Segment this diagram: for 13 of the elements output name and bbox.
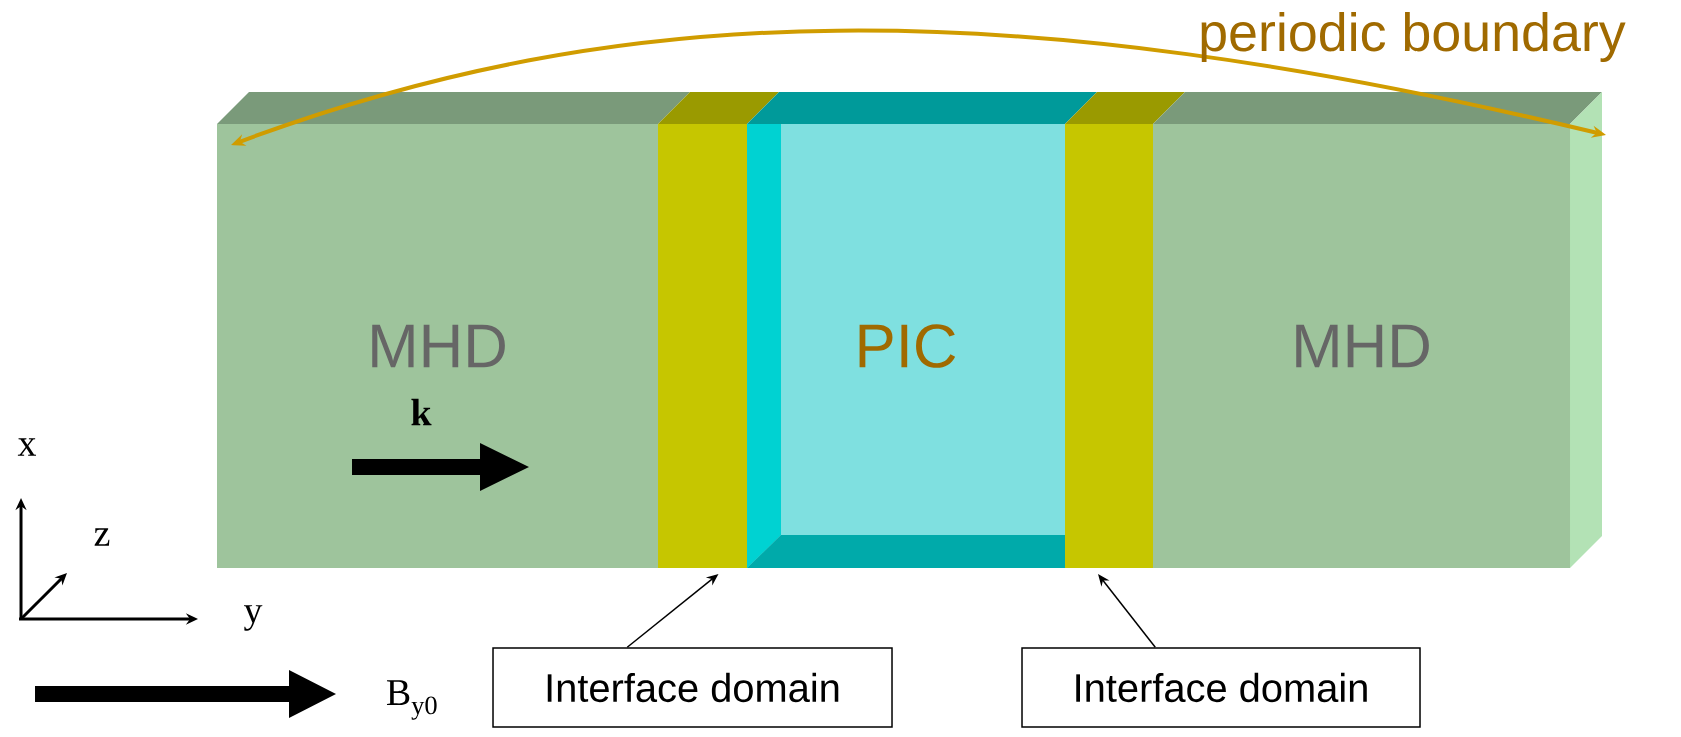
edge-label: periodic boundary [1201,11,1626,63]
interface-band [1065,92,1185,568]
axis-label: x [17,438,36,456]
label-box: Interface domain [1021,647,1421,728]
label-box: Interface domain [492,647,893,728]
axis-label: y [244,605,263,631]
leader-line [1098,574,1156,648]
axis-label: B$_{y0}$ [387,680,437,720]
mhd-region: MHD [1153,92,1602,568]
pic-region: PIC [747,92,1097,568]
axis-label: k [411,398,432,426]
interface-band [658,92,779,568]
axis-label: z [94,528,110,546]
